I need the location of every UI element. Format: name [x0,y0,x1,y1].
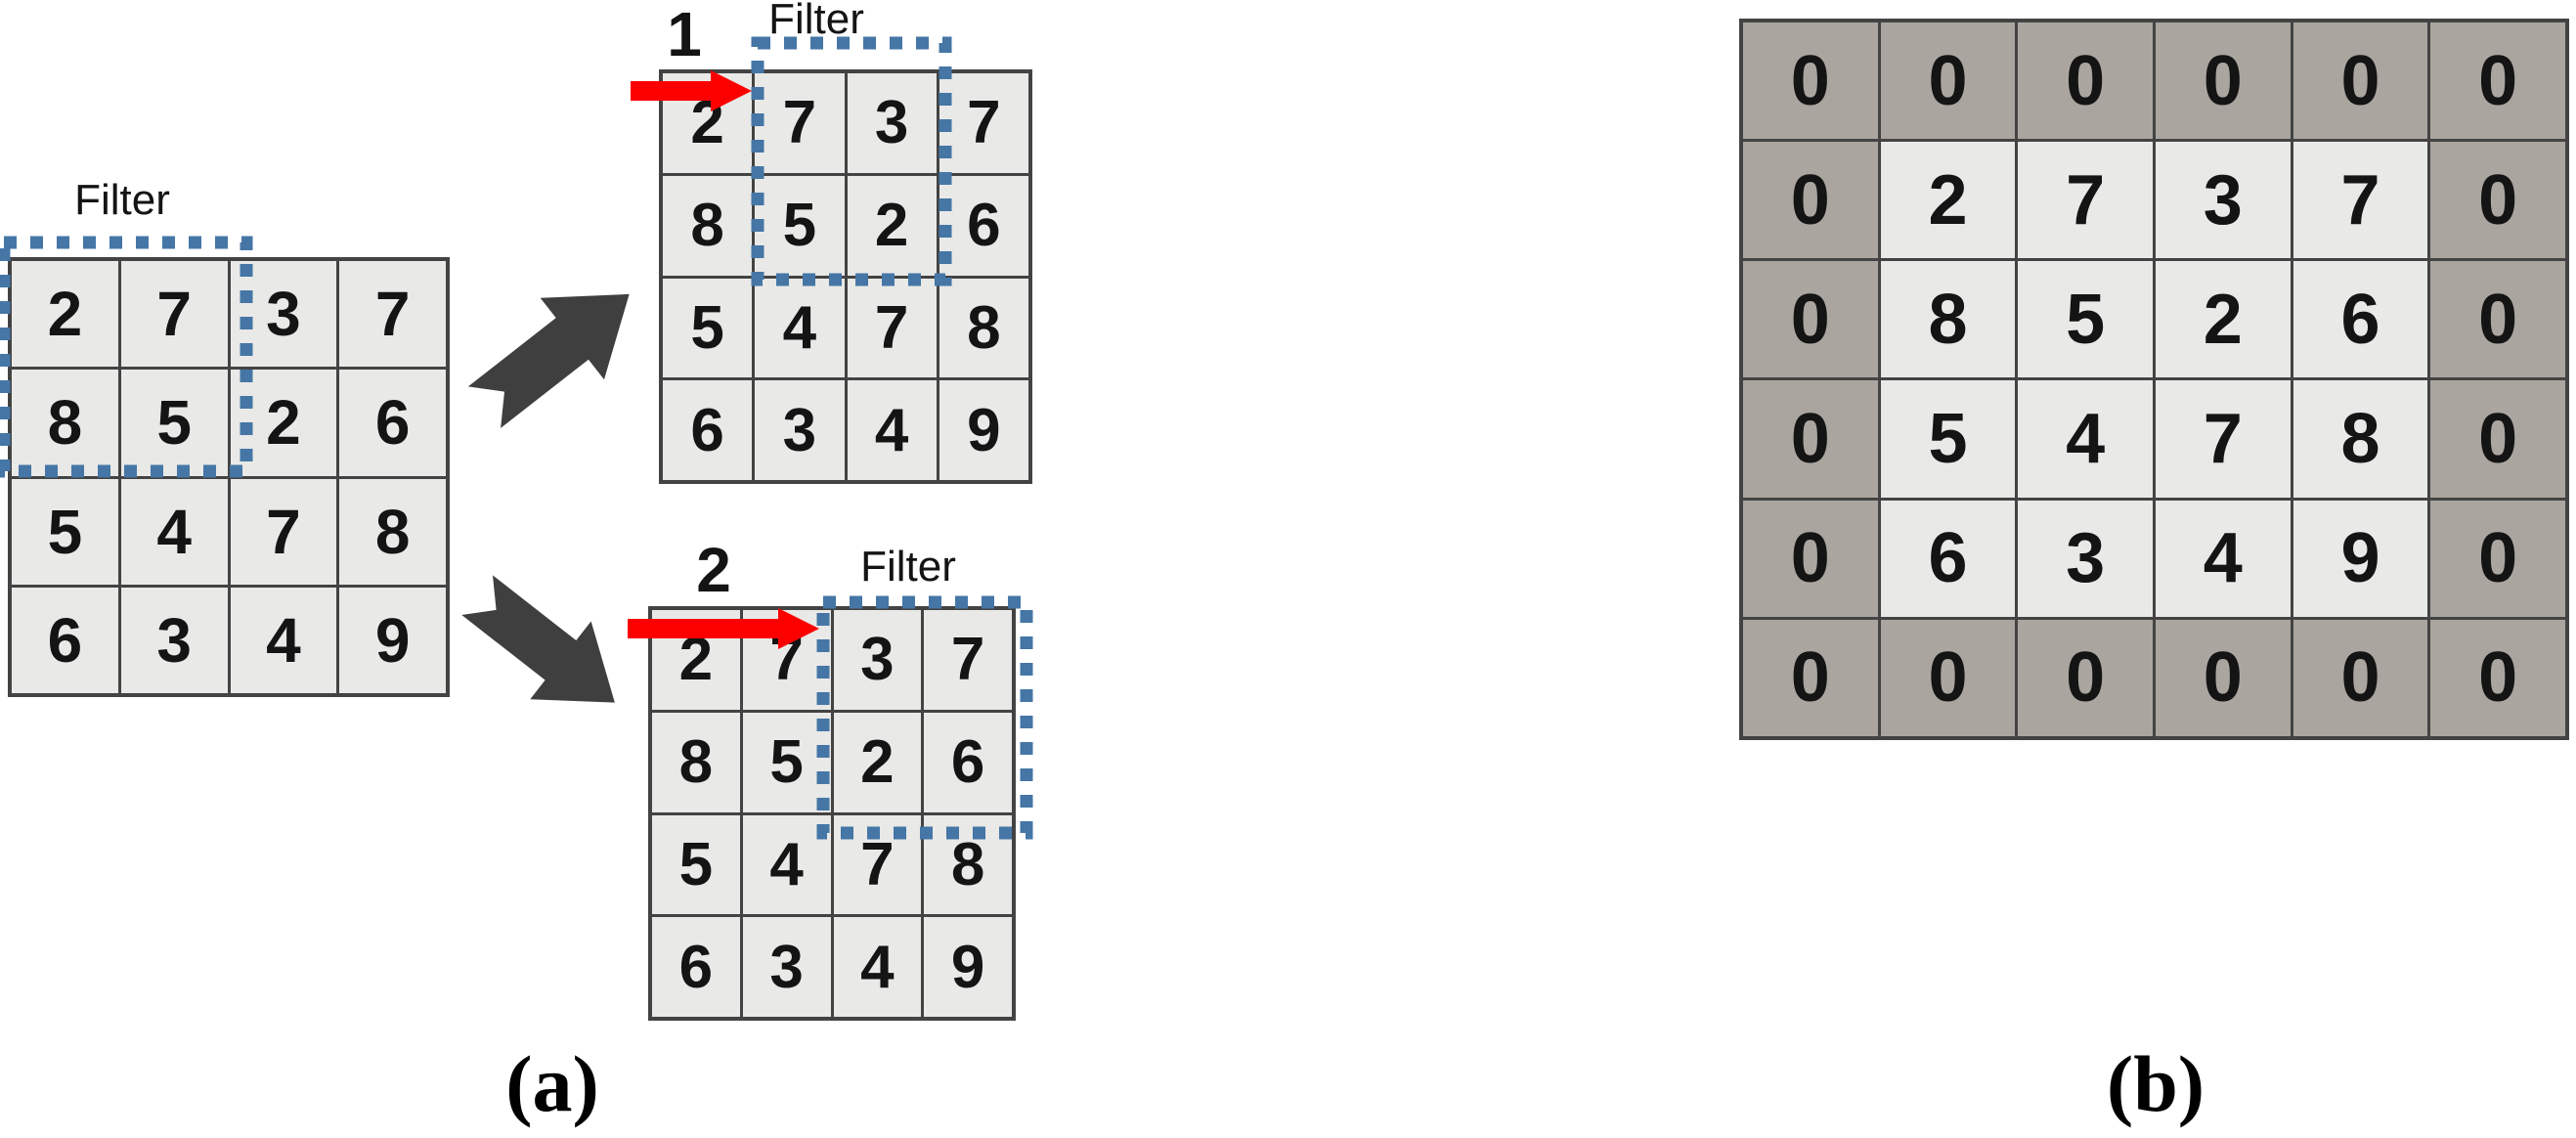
matrix-cell: 2 [2156,261,2291,378]
matrix-cell: 3 [847,73,937,173]
matrix-cell: 8 [663,175,753,276]
filter-label-source: Filter [74,176,170,224]
zero-pad-cell: 0 [2018,22,2153,140]
matrix-cell: 6 [939,175,1028,276]
matrix-cell: 5 [12,478,118,585]
matrix-cell: 5 [663,278,753,378]
matrix-cell: 7 [847,278,937,378]
matrix-cell: 4 [120,478,228,585]
matrix-cell: 4 [2156,500,2291,617]
matrix-cell: 2 [12,261,118,368]
matrix-cell: 4 [2018,380,2153,498]
zero-pad-cell: 0 [1880,619,2016,736]
matrix-cell: 2 [847,175,937,276]
matrix-cell: 9 [2292,500,2428,617]
matrix-cell: 8 [939,278,1028,378]
zero-pad-cell: 0 [1743,261,1878,378]
matrix-cell: 3 [742,917,831,1017]
zero-pad-cell: 0 [1743,619,1878,736]
matrix-cell: 8 [652,712,740,812]
matrix-cell: 8 [12,370,118,476]
zero-pad-cell: 0 [2430,380,2565,498]
step-2-label: 2 [696,535,731,605]
zero-pad-cell: 0 [2292,22,2428,140]
matrix-cell: 5 [120,370,228,476]
step-1-label: 1 [667,0,702,69]
matrix-cell: 5 [755,175,845,276]
matrix-cell: 9 [924,917,1012,1017]
matrix-cell: 3 [755,380,845,480]
matrix-cell: 4 [833,917,922,1017]
matrix-cell: 5 [1880,380,2016,498]
zero-pad-cell: 0 [2430,500,2565,617]
red-arrow-step1-icon [631,70,752,111]
matrix-cell: 6 [652,917,740,1017]
matrix-cell: 2 [1880,142,2016,259]
filter-label-step1: Filter [768,0,864,43]
matrix-cell: 6 [12,587,118,693]
matrix-cell: 7 [339,261,446,368]
matrix-cell: 9 [939,380,1028,480]
zero-pad-cell: 0 [2156,22,2291,140]
matrix-cell: 7 [2292,142,2428,259]
zero-pad-cell: 0 [1743,142,1878,259]
zero-pad-cell: 0 [2018,619,2153,736]
zero-pad-cell: 0 [1743,500,1878,617]
matrix-cell: 3 [833,610,922,710]
matrix-cell: 7 [120,261,228,368]
zero-pad-cell: 0 [2430,22,2565,140]
matrix-cell: 2 [833,712,922,812]
block-arrow-step1-icon [467,293,630,428]
zero-pad-cell: 0 [2430,261,2565,378]
matrix-cell: 7 [2156,380,2291,498]
matrix-cell: 9 [339,587,446,693]
filter-box-step2-icon [816,595,1033,840]
matrix-cell: 6 [339,370,446,476]
matrix-cell: 8 [924,814,1012,915]
red-arrow-step2-icon [628,608,819,649]
matrix-cell: 6 [1880,500,2016,617]
caption-b: (b) [2106,1039,2205,1128]
matrix-cell: 8 [1880,261,2016,378]
matrix-cell: 4 [742,814,831,915]
matrix-cell: 8 [339,478,446,585]
filter-box-step1-icon [751,36,952,286]
matrix-cell: 7 [924,610,1012,710]
matrix-cell: 4 [755,278,845,378]
filter-box-source-icon [0,236,253,478]
matrix-cell: 7 [230,478,337,585]
matrix-cell: 7 [939,73,1028,173]
block-arrow-step2-icon [461,575,615,703]
matrix-cell: 6 [924,712,1012,812]
matrix-cell: 8 [2292,380,2428,498]
zero-pad-cell: 0 [2430,142,2565,259]
zero-pad-cell: 0 [1743,22,1878,140]
matrix-cell: 4 [230,587,337,693]
zero-pad-cell: 0 [1880,22,2016,140]
matrix-cell: 6 [663,380,753,480]
matrix-cell: 7 [755,73,845,173]
filter-label-step2: Filter [860,543,956,591]
matrix-cell: 5 [2018,261,2153,378]
zero-pad-cell: 0 [1743,380,1878,498]
caption-a: (a) [505,1039,599,1128]
matrix-cell: 5 [742,712,831,812]
zero-pad-cell: 0 [2430,619,2565,736]
matrix-cell: 7 [2018,142,2153,259]
matrix-cell: 4 [847,380,937,480]
matrix-cell: 3 [120,587,228,693]
zero-pad-cell: 0 [2156,619,2291,736]
matrix-cell: 5 [652,814,740,915]
matrix-cell: 6 [2292,261,2428,378]
matrix-cell: 3 [2156,142,2291,259]
zero-pad-cell: 0 [2292,619,2428,736]
matrix-cell: 3 [2018,500,2153,617]
